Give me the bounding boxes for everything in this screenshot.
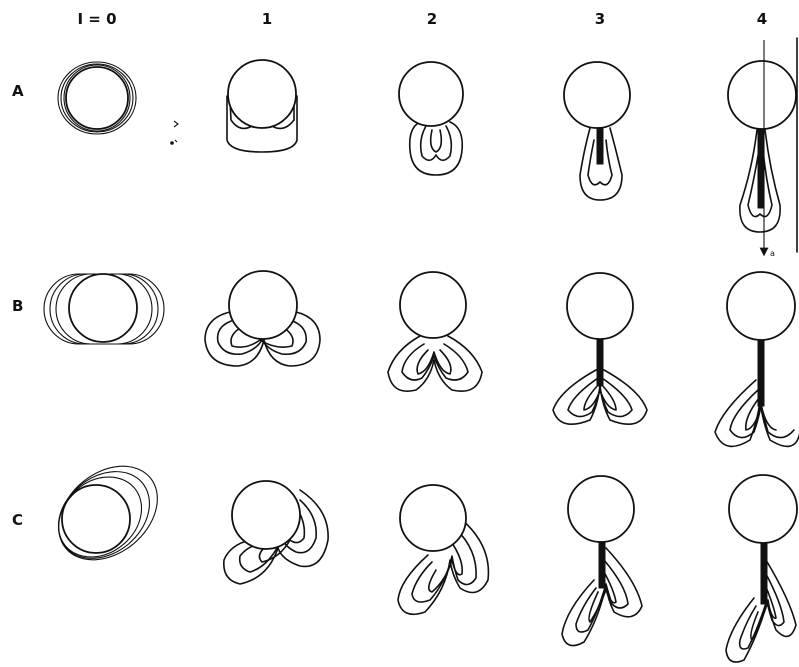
cell-a-0 <box>58 62 178 145</box>
cell-b-0 <box>44 274 164 344</box>
column-header-3: 3 <box>595 10 605 28</box>
cell-b-3 <box>553 273 647 424</box>
cell-c-4 <box>726 475 797 662</box>
cell-a-3 <box>564 62 630 200</box>
cell-a-2 <box>399 62 463 175</box>
row-label-c: C <box>12 511 23 529</box>
velocity-label-a: a <box>770 249 775 258</box>
cell-b-2 <box>388 272 482 391</box>
row-label-a: A <box>12 82 24 100</box>
column-header-2: 2 <box>427 10 437 28</box>
column-header-4: 4 <box>757 10 767 28</box>
cell-a-1 <box>227 60 297 152</box>
cell-b-1 <box>205 271 320 366</box>
cell-c-0 <box>40 447 176 579</box>
column-header-1: 1 <box>262 10 272 28</box>
cell-b-4 <box>715 272 799 446</box>
cell-c-1 <box>224 481 328 584</box>
cell-c-3 <box>562 476 642 646</box>
column-header-0: I = 0 <box>77 10 116 28</box>
cell-c-2 <box>398 485 488 614</box>
cell-a-4: a <box>728 38 797 258</box>
row-label-b: B <box>12 297 23 315</box>
